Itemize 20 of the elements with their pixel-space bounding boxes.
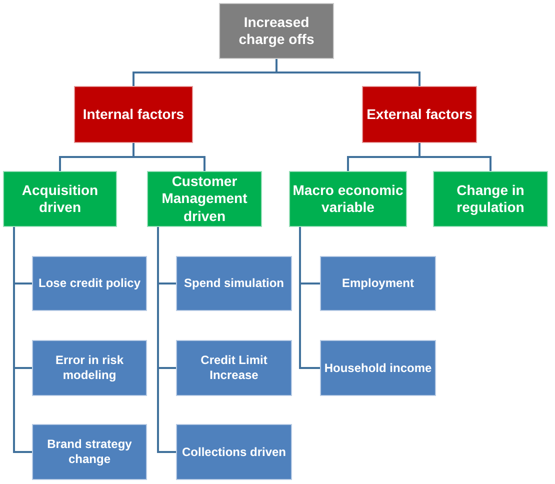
node-box: Household income: [320, 340, 436, 396]
node-box: Change in regulation: [433, 171, 548, 227]
node-box: Customer Management driven: [147, 171, 262, 227]
connector-line: [299, 227, 320, 369]
node-box: External factors: [362, 86, 477, 143]
connector-line: [157, 227, 176, 453]
node-box: Error in risk modeling: [32, 340, 147, 396]
node-box: Lose credit policy: [32, 256, 147, 311]
connector-line: [132, 143, 206, 171]
node-box: Increased charge offs: [219, 3, 334, 59]
connector-line: [418, 143, 492, 171]
node-box: Macro economic variable: [289, 171, 407, 227]
node-box: Spend simulation: [176, 256, 292, 311]
connector-line: [13, 227, 32, 453]
node-box: Brand strategy change: [32, 424, 147, 480]
node-box: Employment: [320, 256, 436, 311]
node-box: Credit Limit Increase: [176, 340, 292, 396]
node-box: Collections driven: [176, 424, 292, 480]
node-box: Acquisition driven: [3, 171, 117, 227]
node-box: Internal factors: [74, 86, 193, 143]
